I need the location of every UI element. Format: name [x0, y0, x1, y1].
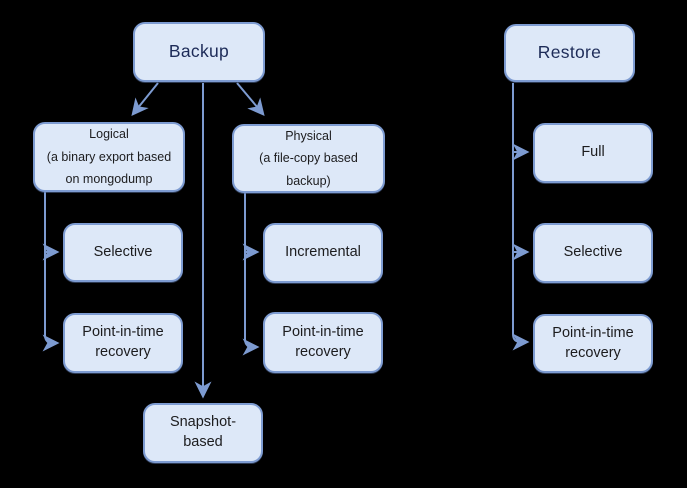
- node-point-in-time-right: Point-in-time recovery: [533, 314, 653, 373]
- edge-restore-pitr: [512, 252, 530, 351]
- edge-logical-pitr: [42, 252, 60, 352]
- edge-restore-selective: [512, 152, 530, 261]
- edge-physical-incremental: [242, 193, 260, 261]
- node-selective-right: Selective: [533, 223, 653, 283]
- edge-logical-selective: [42, 192, 60, 261]
- edge-backup-physical: [236, 82, 265, 116]
- node-point-in-time-middle: Point-in-time recovery: [263, 312, 383, 373]
- node-full: Full: [533, 123, 653, 183]
- edge-physical-pitr: [242, 252, 260, 356]
- node-selective-left: Selective: [63, 223, 183, 282]
- node-snapshot-based: Snapshot- based: [143, 403, 263, 463]
- node-point-in-time-left: Point-in-time recovery: [63, 313, 183, 373]
- node-backup: Backup: [133, 22, 265, 82]
- edge-backup-logical: [131, 82, 159, 116]
- node-incremental: Incremental: [263, 223, 383, 283]
- node-logical: Logical (a binary export based on mongod…: [33, 122, 185, 192]
- node-restore: Restore: [504, 24, 635, 82]
- edge-group: [42, 82, 530, 399]
- node-physical: Physical (a file-copy based backup): [232, 124, 385, 193]
- edge-restore-full: [512, 83, 530, 161]
